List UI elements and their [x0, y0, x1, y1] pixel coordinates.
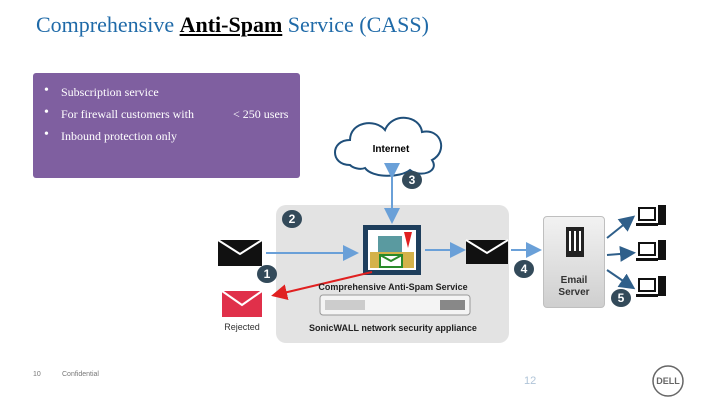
service-label: Comprehensive Anti-Spam Service	[318, 282, 467, 292]
incoming-email-icon	[217, 239, 263, 266]
reject-arrow	[271, 271, 373, 301]
footer-left-number: 10	[33, 371, 41, 378]
appliance-icon	[319, 294, 471, 316]
appliance-label: SonicWALL network security appliance	[309, 323, 477, 333]
email-server-icon	[566, 227, 584, 257]
client-arrow	[606, 269, 636, 290]
title-highlight: Anti-Spam	[179, 12, 283, 37]
bullet-panel: • Subscription service • For firewall cu…	[33, 73, 300, 178]
client-arrow	[606, 245, 636, 262]
bullet-dot-icon: •	[44, 127, 49, 142]
client-arrow	[606, 215, 636, 239]
computer-icon	[636, 276, 666, 297]
email-server-label-1: Email	[560, 275, 588, 286]
bullet-text: Subscription service	[61, 85, 159, 99]
bullet-text: Inbound protection only	[61, 129, 177, 143]
bullet-dot-icon: •	[44, 105, 49, 120]
rejected-email-icon	[221, 290, 263, 317]
internet-label: Internet	[373, 144, 410, 155]
email-server-label-2: Server	[558, 287, 590, 298]
internet-cloud-icon	[334, 116, 443, 177]
step-badge-2: 2	[282, 210, 302, 228]
dell-logo: DELL	[652, 365, 684, 397]
title-prefix: Comprehensive	[36, 12, 180, 37]
rejected-label: Rejected	[224, 322, 260, 332]
step-badge-5: 5	[611, 289, 631, 307]
bullet-dot-icon: •	[44, 83, 49, 98]
step-badge-1: 1	[257, 265, 277, 283]
step-badge-4: 4	[514, 260, 534, 278]
bullet-extra-text: < 250 users	[233, 107, 289, 121]
dell-logo-text: DELL	[656, 376, 680, 386]
footer-confidential: Confidential	[62, 371, 99, 378]
computer-icon	[636, 205, 666, 226]
slide-title: Comprehensive Anti-Spam Service (CASS)	[36, 12, 429, 38]
computer-icon	[636, 240, 666, 261]
page-number: 12	[524, 375, 537, 387]
anti-spam-icon	[363, 225, 421, 275]
step-badge-3: 3	[402, 171, 422, 189]
clean-email-icon	[465, 239, 509, 264]
email-server: Email Server	[543, 216, 605, 308]
bullet-extra: < 250 users	[233, 107, 288, 122]
bullet-text: For firewall customers with	[61, 107, 194, 121]
title-suffix: Service (CASS)	[282, 12, 429, 37]
